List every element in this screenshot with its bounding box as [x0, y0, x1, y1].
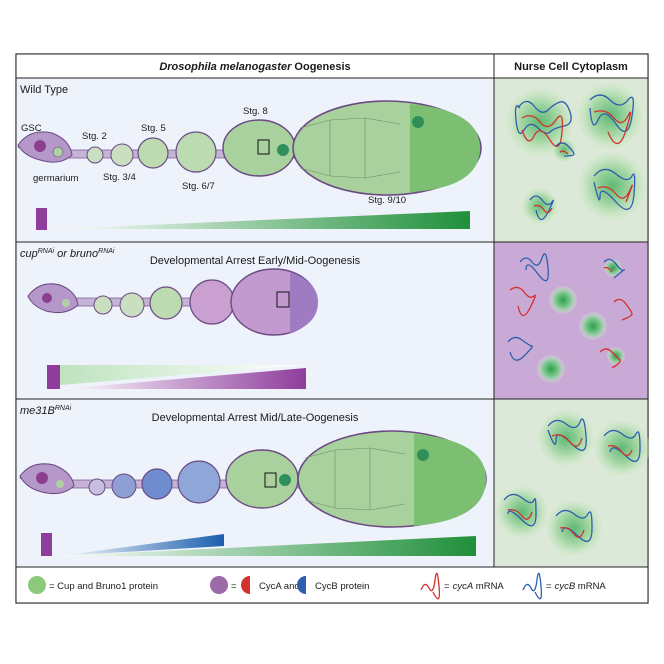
wild-type-green-ramp: [56, 211, 470, 229]
legend-eq1: =: [231, 581, 237, 592]
legend-cycb-mrna: =cycB mRNA: [546, 581, 606, 592]
legend-cyca-mrna: =cycA mRNA: [444, 581, 504, 592]
cup-bruno-ovariole: [27, 268, 318, 336]
me31b-box: [264, 472, 277, 488]
cup-bruno-green-ramp: [60, 365, 306, 385]
cup-bruno-box: [276, 291, 290, 308]
label-stg8: Stg. 8: [243, 106, 268, 117]
legend-green-dot: [28, 576, 46, 594]
header-nurse-cell-title: Nurse Cell Cytoplasm: [514, 61, 628, 73]
label-stg2: Stg. 2: [82, 131, 107, 142]
wild-type-nurse-cell-granules: [506, 83, 646, 224]
legend-cycb-half: [297, 576, 306, 594]
legend-cyca-mrna-icon: [420, 572, 441, 600]
me31b-title: me31BRNAi: [20, 405, 72, 417]
wild-type-title: Wild Type: [20, 84, 68, 96]
me31b-purple-block: [41, 533, 52, 556]
legend-box: [15, 566, 649, 604]
legend-cyca-half: [241, 576, 250, 594]
cup-bruno-subtitle: Developmental Arrest Early/Mid-Oogenesis: [150, 255, 361, 267]
label-stg34: Stg. 3/4: [103, 172, 136, 183]
me31b-ovariole: [19, 430, 487, 528]
legend-cycb-protein: CycB protein: [315, 581, 369, 592]
legend-cup-bruno: = Cup and Bruno1 protein: [49, 581, 158, 592]
legend-cyca-and: CycA and: [259, 581, 300, 592]
label-stg5: Stg. 5: [141, 123, 166, 134]
label-gsc: GSC: [21, 123, 42, 134]
cup-bruno-purple-ramp: [60, 368, 306, 389]
legend-purple-dot: [210, 576, 228, 594]
label-stg67: Stg. 6/7: [182, 181, 215, 192]
label-stg910: Stg. 9/10: [368, 195, 406, 206]
cup-bruno-title: cupRNAi or brunoRNAi: [20, 248, 115, 260]
wild-type-ovariole: [17, 100, 482, 196]
cup-bruno-nurse-cell-dispersed: [507, 253, 633, 383]
wild-type-purple-block: [36, 208, 47, 230]
me31b-subtitle: Developmental Arrest Mid/Late-Oogenesis: [152, 412, 359, 424]
me31b-green-ramp: [58, 536, 476, 556]
legend-cycb-mrna-icon: [522, 572, 543, 600]
header-left: [15, 53, 495, 79]
label-germarium: germarium: [33, 173, 78, 184]
cup-bruno-purple-block: [47, 365, 60, 389]
stg8-box: [257, 139, 270, 155]
me31b-blue-ramp: [58, 534, 224, 556]
header-oogenesis-title: Drosophila melanogaster Oogenesis: [159, 61, 350, 73]
cup-bruno-nurse-panel: [493, 241, 649, 400]
me31b-nurse-cell-granules: [496, 410, 650, 556]
